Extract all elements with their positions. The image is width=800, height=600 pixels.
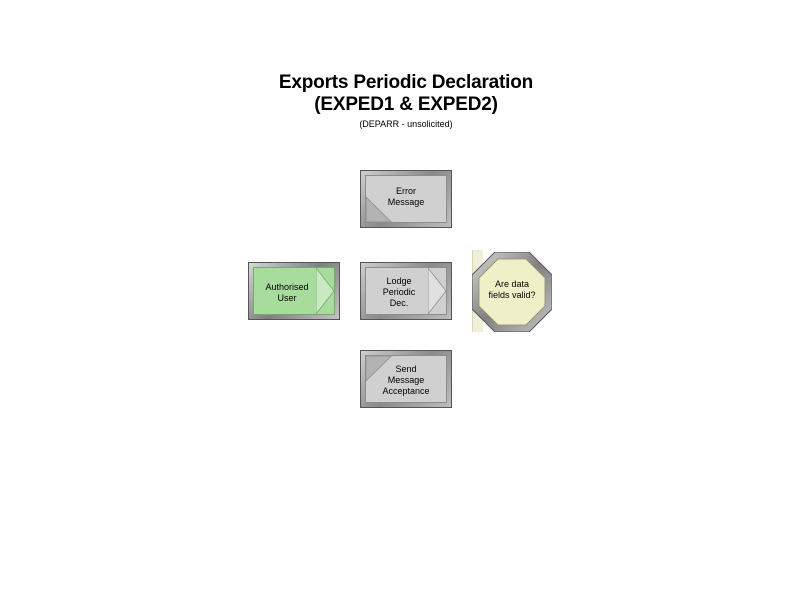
diagram-title: Exports Periodic Declaration	[278, 72, 534, 93]
node-error-message-label: Error Message	[387, 186, 425, 207]
node-lodge-periodic-dec-face: Lodge Periodic Dec.	[365, 267, 447, 315]
node-lodge-periodic-dec[interactable]: Lodge Periodic Dec.	[360, 262, 452, 320]
node-error-message-face: Error Message	[365, 175, 447, 223]
diagram-title-codes: (EXPED1 & EXPED2)	[314, 94, 498, 115]
diagram-subtitle: (DEPARR - unsolicited)	[359, 119, 453, 129]
arrow-tab-icon	[428, 268, 446, 314]
node-send-message-acceptance-label: Send Message Acceptance	[382, 364, 430, 396]
arrow-tab-icon	[316, 268, 334, 314]
folded-corner-icon	[366, 196, 392, 222]
node-send-message-acceptance[interactable]: Send Message Acceptance	[360, 350, 452, 408]
octagon-decision-icon	[472, 252, 552, 332]
node-authorised-user-face: Authorised User	[253, 267, 335, 315]
node-data-fields-valid-label: Are data fields valid?	[488, 279, 536, 300]
node-send-message-acceptance-face: Send Message Acceptance	[365, 355, 447, 403]
node-error-message[interactable]: Error Message	[360, 170, 452, 228]
node-data-fields-valid[interactable]: Are data fields valid?	[472, 252, 552, 332]
node-authorised-user-label: Authorised User	[265, 282, 309, 303]
node-lodge-periodic-dec-label: Lodge Periodic Dec.	[382, 276, 416, 308]
node-authorised-user[interactable]: Authorised User	[248, 262, 340, 320]
folded-corner-icon	[366, 356, 392, 382]
